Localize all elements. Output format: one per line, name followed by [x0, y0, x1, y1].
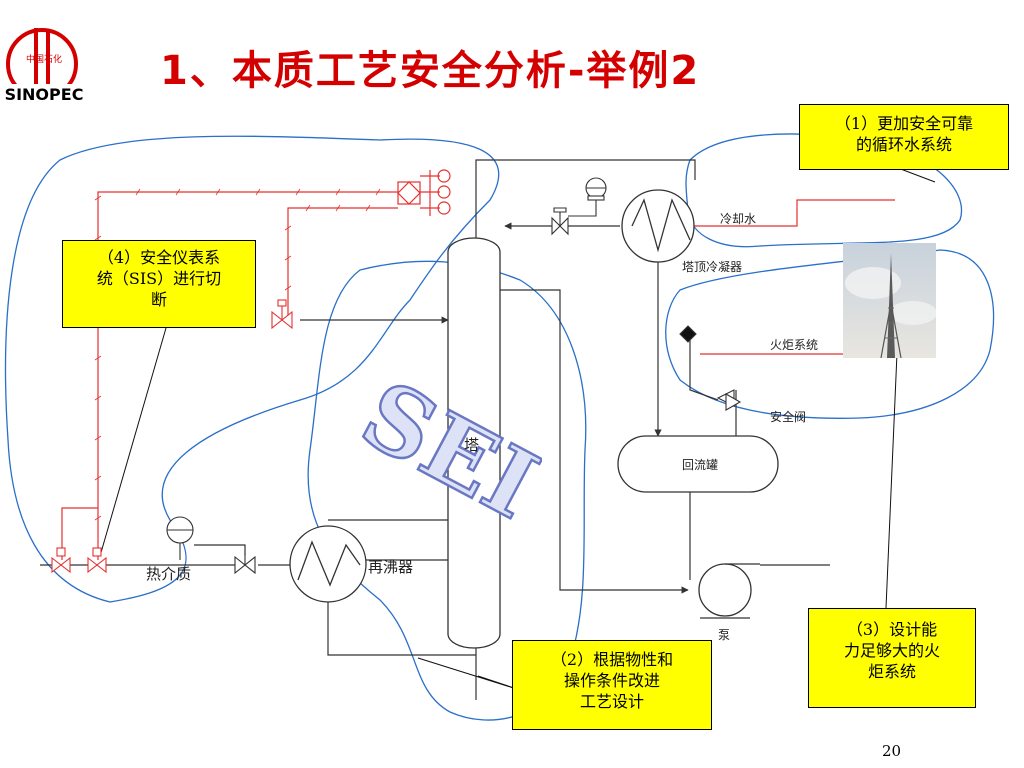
callout-sis-line2: 统（SIS）进行切	[96, 269, 222, 288]
valves	[234, 207, 742, 575]
label-pump: 泵	[718, 628, 731, 642]
process-lines	[40, 159, 830, 700]
label-reflux-drum: 回流罐	[682, 458, 719, 472]
logo-chinese-text: 中国石化	[26, 53, 62, 65]
sis-logic-box	[397, 169, 451, 215]
flare-stack-image	[843, 243, 936, 358]
label-cooling-water: 冷却水	[720, 212, 757, 226]
distillation-tower	[447, 237, 501, 649]
callout-process-design-line1: （2）根据物性和	[550, 650, 674, 669]
sei-watermark: SEI	[352, 360, 542, 530]
page-title: 1、本质工艺安全分析-举例2	[160, 48, 701, 94]
label-tower: 塔	[464, 436, 480, 454]
callout-flare-system-line1: （3）设计能	[846, 620, 938, 639]
callout-cooling-water-line1: （1）更加安全可靠	[834, 114, 974, 133]
instruments	[166, 177, 697, 560]
reflux-drum	[617, 435, 779, 493]
callout-cooling-water: （1）更加安全可靠 的循环水系统	[799, 104, 1009, 170]
callout-cooling-water-line2: 的循环水系统	[855, 135, 952, 154]
boundary-flare	[665, 249, 995, 419]
callout-sis-line1: （4）安全仪表系	[97, 248, 221, 267]
label-condenser: 塔顶冷凝器	[682, 260, 743, 274]
label-flare-system: 火炬系统	[770, 338, 819, 352]
callout-process-design: （2）根据物性和 操作条件改进 工艺设计	[512, 640, 712, 730]
sis-valves	[51, 299, 293, 574]
callout-flare-system-line3: 炬系统	[867, 662, 916, 681]
callout-flare-system: （3）设计能 力足够大的火 炬系统	[808, 608, 976, 708]
page-number: 20	[882, 742, 902, 760]
callout-process-design-line3: 工艺设计	[579, 692, 644, 711]
reboiler	[289, 525, 367, 603]
logo-brand-text: SINOPEC	[5, 85, 84, 104]
callout-flare-system-line2: 力足够大的火	[843, 641, 940, 660]
label-heat-medium: 热介质	[146, 565, 192, 583]
callout-sis: （4）安全仪表系 统（SIS）进行切 断	[62, 240, 256, 328]
pump	[698, 563, 760, 619]
sinopec-logo-icon: 中国石化 SINOPEC	[2, 28, 86, 104]
overhead-condenser	[621, 189, 695, 263]
label-reboiler: 再沸器	[368, 558, 414, 576]
sei-watermark-text: SEI	[352, 360, 542, 530]
label-safety-valve: 安全阀	[770, 410, 807, 424]
callout-process-design-line2: 操作条件改进	[563, 671, 660, 690]
callout-sis-line3: 断	[150, 290, 167, 309]
